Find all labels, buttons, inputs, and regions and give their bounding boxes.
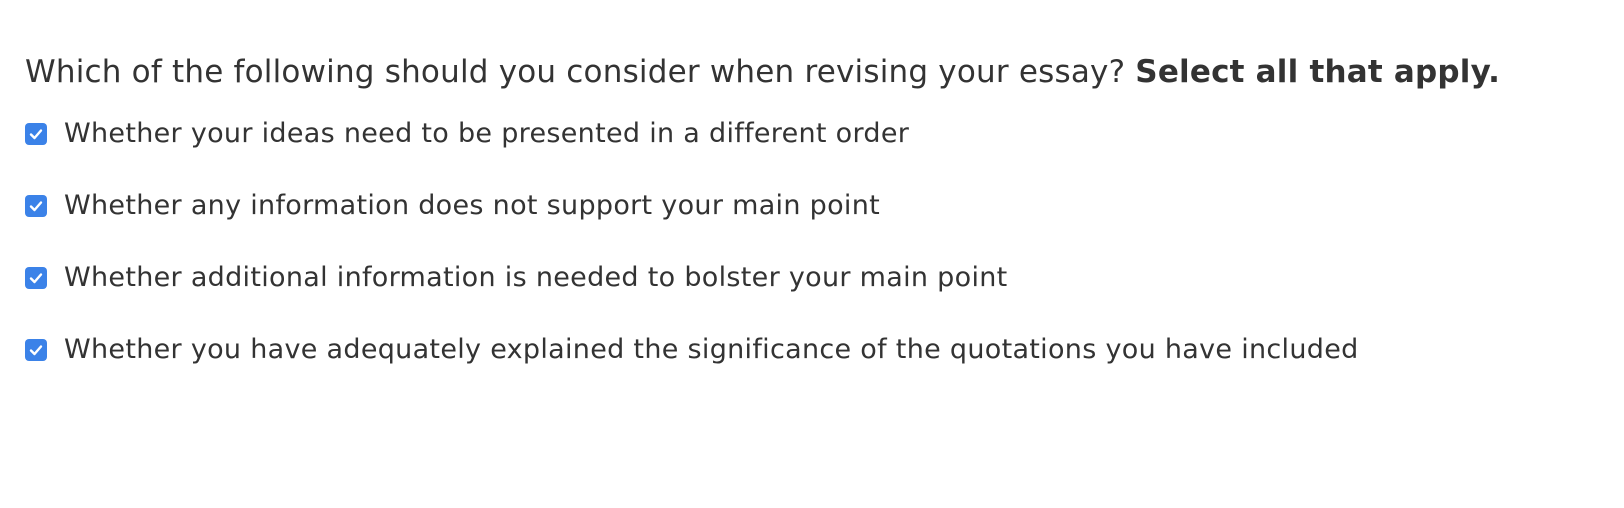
question-instruction: Select all that apply. <box>1135 54 1501 90</box>
option-checkbox-2[interactable] <box>25 195 47 217</box>
option-label-3[interactable]: Whether additional information is needed… <box>64 262 1008 293</box>
checkmark-icon <box>29 129 43 140</box>
option-label-2[interactable]: Whether any information does not support… <box>64 190 881 221</box>
checkmark-icon <box>29 345 43 356</box>
checkmark-icon <box>29 201 43 212</box>
question-text: Which of the following should you consid… <box>25 50 1605 94</box>
option-checkbox-3[interactable] <box>25 267 47 289</box>
option-label-1[interactable]: Whether your ideas need to be presented … <box>64 118 910 149</box>
checkmark-icon <box>29 273 43 284</box>
option-item-3[interactable]: Whether additional information is needed… <box>25 258 1605 298</box>
option-checkbox-1[interactable] <box>25 123 47 145</box>
option-label-4[interactable]: Whether you have adequately explained th… <box>64 334 1359 365</box>
question-container: Which of the following should you consid… <box>25 50 1605 402</box>
option-item-1[interactable]: Whether your ideas need to be presented … <box>25 114 1605 154</box>
option-item-2[interactable]: Whether any information does not support… <box>25 186 1605 226</box>
options-list: Whether your ideas need to be presented … <box>25 114 1605 370</box>
option-item-4[interactable]: Whether you have adequately explained th… <box>25 330 1605 370</box>
question-prompt: Which of the following should you consid… <box>25 54 1126 90</box>
option-checkbox-4[interactable] <box>25 339 47 361</box>
